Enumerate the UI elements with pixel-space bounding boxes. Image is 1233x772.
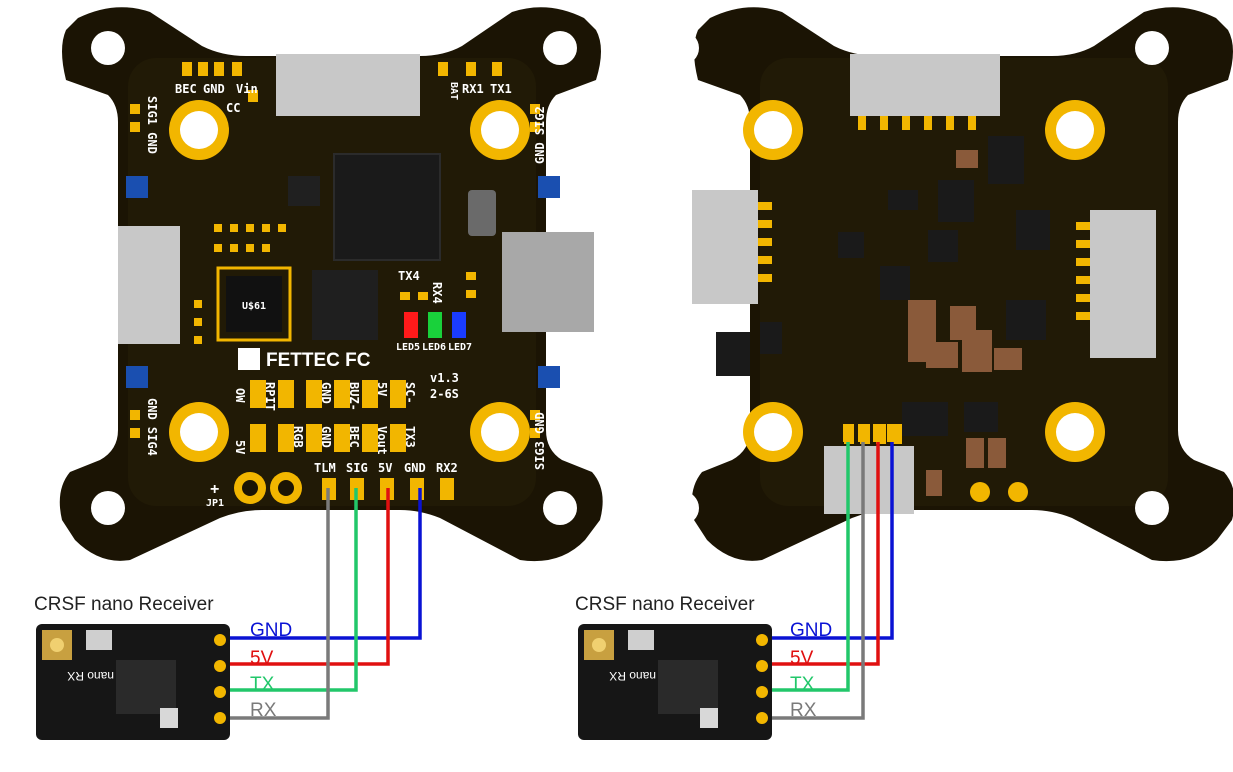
wire-5v [220,488,390,666]
corner-label-sig2: GND SIG2 [533,106,547,164]
mounting-hole [1045,402,1105,462]
row2-label-rgb: RGB [291,426,305,448]
mounting-hole [470,100,530,160]
wire-labels-right: GND 5V TX RX [790,620,832,721]
button [468,190,496,236]
rx-pad-label-5v: 5V [378,461,392,475]
row2-label-tx3: TX3 [403,426,417,448]
row1-label-5v: 5V [375,382,389,396]
row2-label-bec: BEC [347,426,361,448]
uart-label-tx4: TX4 [398,269,420,283]
mounting-hole [743,100,803,160]
wire-label-gnd: GND [790,620,832,641]
mounting-hole [1045,100,1105,160]
wire-label-gnd: GND [250,620,292,641]
wire-label-tx: TX [250,674,275,695]
wire-solder-pad [873,424,883,442]
pad-label-rx1: RX1 [462,82,484,96]
connector-top [276,54,420,116]
receiver-chip-text: nano RX [609,669,656,683]
led-green [428,312,442,338]
wire-label-5v: 5V [250,648,274,669]
brand-logo: FETTEC FC [266,350,371,371]
led-label-7: LED7 [448,342,472,353]
receiver-title: CRSF nano Receiver [34,594,214,615]
rx-pad-label-tlm: TLM [314,461,336,475]
wire-5v [762,430,880,666]
led-label-5: LED5 [396,342,420,353]
wire-solder-pad [858,424,868,442]
receiver-chip-text: nano RX [67,669,114,683]
row2-label-gnd: GND [319,426,333,448]
connector-left [118,226,180,344]
receiver-title: CRSF nano Receiver [575,594,755,615]
wire-labels-left: GND 5V TX RX [250,620,292,721]
uart-label-rx4: RX4 [430,282,444,304]
wire-label-tx: TX [790,674,815,695]
mounting-hole [470,402,530,462]
wire-solder-pad [843,424,853,442]
gyro-chip [312,270,378,340]
led-blue [452,312,466,338]
pad-label-gnd: GND [203,82,225,96]
jp-label: JP1 [206,498,224,509]
mounting-hole [169,402,229,462]
wires-left [220,488,422,720]
wire-label-rx: RX [790,700,817,721]
rx-pad-label-gnd: GND [404,461,426,475]
led-label-6: LED6 [422,342,446,353]
row1-label-rpit: RPIT [263,382,277,411]
pad-label-bec: BEC [175,82,197,96]
wire-rx [220,488,330,720]
version-label: v1.3 [430,371,459,385]
chip-label: U$61 [242,301,266,312]
rx-pad-label-rx2: RX2 [436,461,458,475]
corner-label-sig1: SIG1 GND [145,96,159,154]
wire-rx [762,430,865,720]
blue-pad [538,176,560,198]
cells-label: 2-6S [430,387,459,401]
rx-pad-label-sig: SIG [346,461,368,475]
side-label-5v: 5V [233,440,247,454]
usb-connector [502,232,594,332]
pad-label-vin: Vin [236,82,258,96]
pad-label-tx1: TX1 [490,82,512,96]
connector-bottom [824,446,914,514]
mcu-chip [333,153,441,261]
blue-pad [126,176,148,198]
row1-label-buz: BUZ- [347,382,361,411]
connector-left [692,190,758,304]
wires-right [762,424,897,720]
connector-top [850,54,1000,116]
receiver-right: CRSF nano Receiver nano RX [575,594,772,740]
row1-label-sc: SC- [403,382,417,404]
wire-solder-pad [887,424,897,442]
pad-label-cc: CC [226,101,240,115]
fc-board-top: U$61 BE [59,7,603,562]
fc-board-bottom [665,7,1233,562]
row1-label-gnd: GND [319,382,333,404]
wire-label-5v: 5V [790,648,814,669]
mounting-hole [743,402,803,462]
wire-gnd [762,430,894,640]
wire-tx [220,488,358,692]
connector-right [1090,210,1156,358]
wire-gnd [220,488,422,640]
wire-tx [762,430,850,692]
mounting-hole [169,100,229,160]
svg-text:+: + [210,481,219,498]
corner-label-sig3: SIG3 GND [533,412,547,470]
led-red [404,312,418,338]
blue-pad [126,366,148,388]
wire-label-rx: RX [250,700,277,721]
blue-pad [538,366,560,388]
pad-label-bat: BAT [448,82,459,100]
row2-label-vout: Vout [375,426,389,455]
receiver-left: CRSF nano Receiver nano RX [34,594,230,740]
side-label-ow: OW [233,388,247,403]
corner-label-sig4: GND SIG4 [145,398,159,456]
